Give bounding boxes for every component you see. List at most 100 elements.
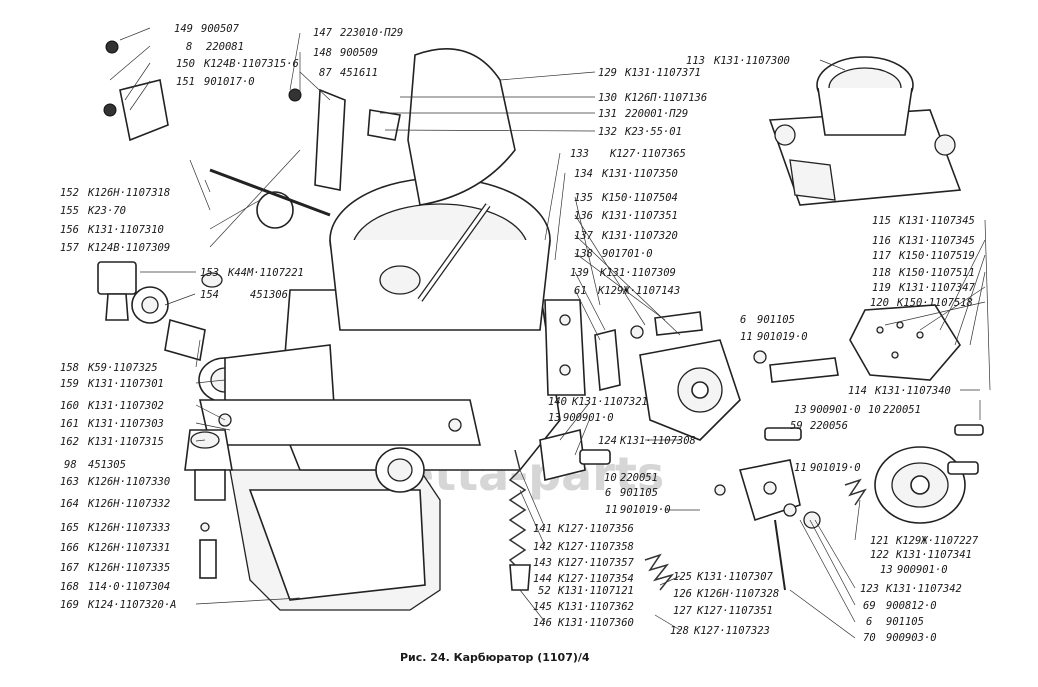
callout-137: 137: [574, 230, 594, 242]
accelerator-pump-assembly: [639, 304, 966, 524]
callout-150: 150: [176, 58, 195, 70]
callout-134-code: К131·1107350: [601, 168, 678, 180]
assembled-carburetor-inset: [768, 56, 962, 206]
callout-10b: 10: [604, 472, 617, 484]
callout-117-code: К150·1107519: [898, 250, 975, 262]
callout-120-code: К150·1107518: [896, 297, 973, 309]
callout-130: 130: [598, 92, 617, 104]
callout-126: 126: [673, 588, 692, 600]
callout-125: 125: [673, 571, 692, 583]
callout-136: 136: [574, 210, 593, 222]
callout-165: 165: [60, 522, 79, 534]
callout-87-code: 451611: [340, 67, 378, 79]
callout-120: 120: [870, 297, 889, 309]
figure-caption: Рис. 24. Карбюратор (1107)/4: [400, 651, 590, 664]
callout-158: 158: [60, 362, 79, 374]
callout-116: 116: [872, 235, 891, 247]
callout-11b: 11: [605, 504, 618, 516]
callout-10b-code: 220051: [620, 472, 658, 484]
callout-59: 59: [790, 420, 803, 432]
callout-148: 148: [313, 47, 332, 59]
callout-61-code: К129Ж·1107143: [597, 285, 680, 297]
callout-147-code: 223010·П29: [340, 27, 403, 39]
callout-128: 128: [670, 625, 689, 637]
callout-151-code: 901017·0: [204, 76, 255, 88]
callout-145-code: К131·1107362: [557, 601, 634, 613]
callout-6b: 6: [605, 487, 611, 499]
callout-166: 166: [60, 542, 79, 554]
callout-141-code: К127·1107356: [557, 523, 634, 535]
callout-164-code: К126Н·1107332: [87, 498, 170, 510]
callout-154-code: 451306: [250, 289, 288, 301]
callout-160: 160: [60, 400, 79, 412]
carburetor-main-body: [198, 177, 586, 611]
callout-152: 152: [60, 187, 79, 199]
callout-13b: 13: [548, 412, 561, 424]
callout-6b-code: 901105: [620, 487, 658, 499]
callout-131: 131: [598, 108, 617, 120]
callout-121-code: К129Ж·1107227: [895, 535, 979, 547]
callout-116-code: К131·1107345: [898, 235, 975, 247]
callout-61: 61: [574, 285, 587, 297]
callout-6a-code: 901105: [757, 314, 795, 326]
callout-6a: 6: [740, 314, 746, 326]
callout-123: 123: [860, 583, 879, 595]
callout-115-code: К131·1107345: [898, 215, 975, 227]
callout-133-code: К127·1107365: [609, 148, 686, 160]
callout-163: 163: [60, 476, 79, 488]
callout-132-code: К23·55·01: [624, 126, 682, 138]
callout-127-code: К127·1107351: [696, 605, 773, 617]
callout-52: 52: [538, 585, 551, 597]
callout-162: 162: [60, 436, 79, 448]
callout-98-code: 451305: [88, 459, 126, 471]
callout-169-code: К124·1107320·А: [87, 599, 177, 611]
callout-141: 141: [533, 523, 552, 535]
callout-159-code: К131·1107301: [87, 378, 164, 390]
callout-98: 98: [64, 459, 77, 471]
callout-153-code: К44М·1107221: [227, 267, 304, 279]
callout-147: 147: [313, 27, 333, 39]
callout-127: 127: [673, 605, 693, 617]
callout-136-code: К131·1107351: [601, 210, 678, 222]
callout-150-code: К124В·1107315·6: [203, 58, 299, 70]
callout-119-code: К131·1107347: [898, 282, 976, 294]
callout-165-code: К126Н·1107333: [87, 522, 170, 534]
callout-139: 139: [570, 267, 589, 279]
callout-159: 159: [60, 378, 79, 390]
callout-11a-code: 901019·0: [757, 331, 808, 343]
callout-138-code: 901701·0: [602, 248, 653, 260]
callout-161-code: К131·1107303: [87, 418, 164, 430]
callout-124: 124: [598, 435, 617, 447]
callout-158-code: К59·1107325: [87, 362, 158, 374]
callout-123-code: К131·1107342: [885, 583, 962, 595]
callout-118: 118: [872, 267, 891, 279]
callout-140-code: К131·1107321: [571, 396, 648, 408]
callout-11a: 11: [740, 331, 753, 343]
callout-11b-code: 901019·0: [620, 504, 671, 516]
callout-131-code: 220001·П29: [625, 108, 688, 120]
callout-69: 69: [863, 600, 876, 612]
callout-153: 153: [200, 267, 219, 279]
callout-10a-code: 220051: [883, 404, 921, 416]
callout-143-code: К127·1107357: [557, 557, 635, 569]
callout-155: 155: [60, 205, 79, 217]
callout-6c-code: 901105: [886, 616, 924, 628]
callout-167-code: К126Н·1107335: [87, 562, 170, 574]
callout-125-code: К131·1107307: [696, 571, 774, 583]
callout-169: 169: [60, 599, 79, 611]
callout-163-code: К126Н·1107330: [87, 476, 170, 488]
callout-122: 122: [870, 549, 889, 561]
callout-128-code: К127·1107323: [693, 625, 770, 637]
callout-11c: 11: [794, 462, 807, 474]
callout-146: 146: [533, 617, 552, 629]
callout-126-code: К126Н·1107328: [696, 588, 779, 600]
callout-149-code: 900507: [201, 23, 240, 35]
callout-13c-code: 900901·0: [897, 564, 948, 576]
callout-132: 132: [598, 126, 617, 138]
callout-87: 87: [319, 67, 332, 79]
callout-160-code: К131·1107302: [87, 400, 164, 412]
callout-70-code: 900903·0: [886, 632, 937, 644]
callout-157-code: К124В·1107309: [87, 242, 170, 254]
